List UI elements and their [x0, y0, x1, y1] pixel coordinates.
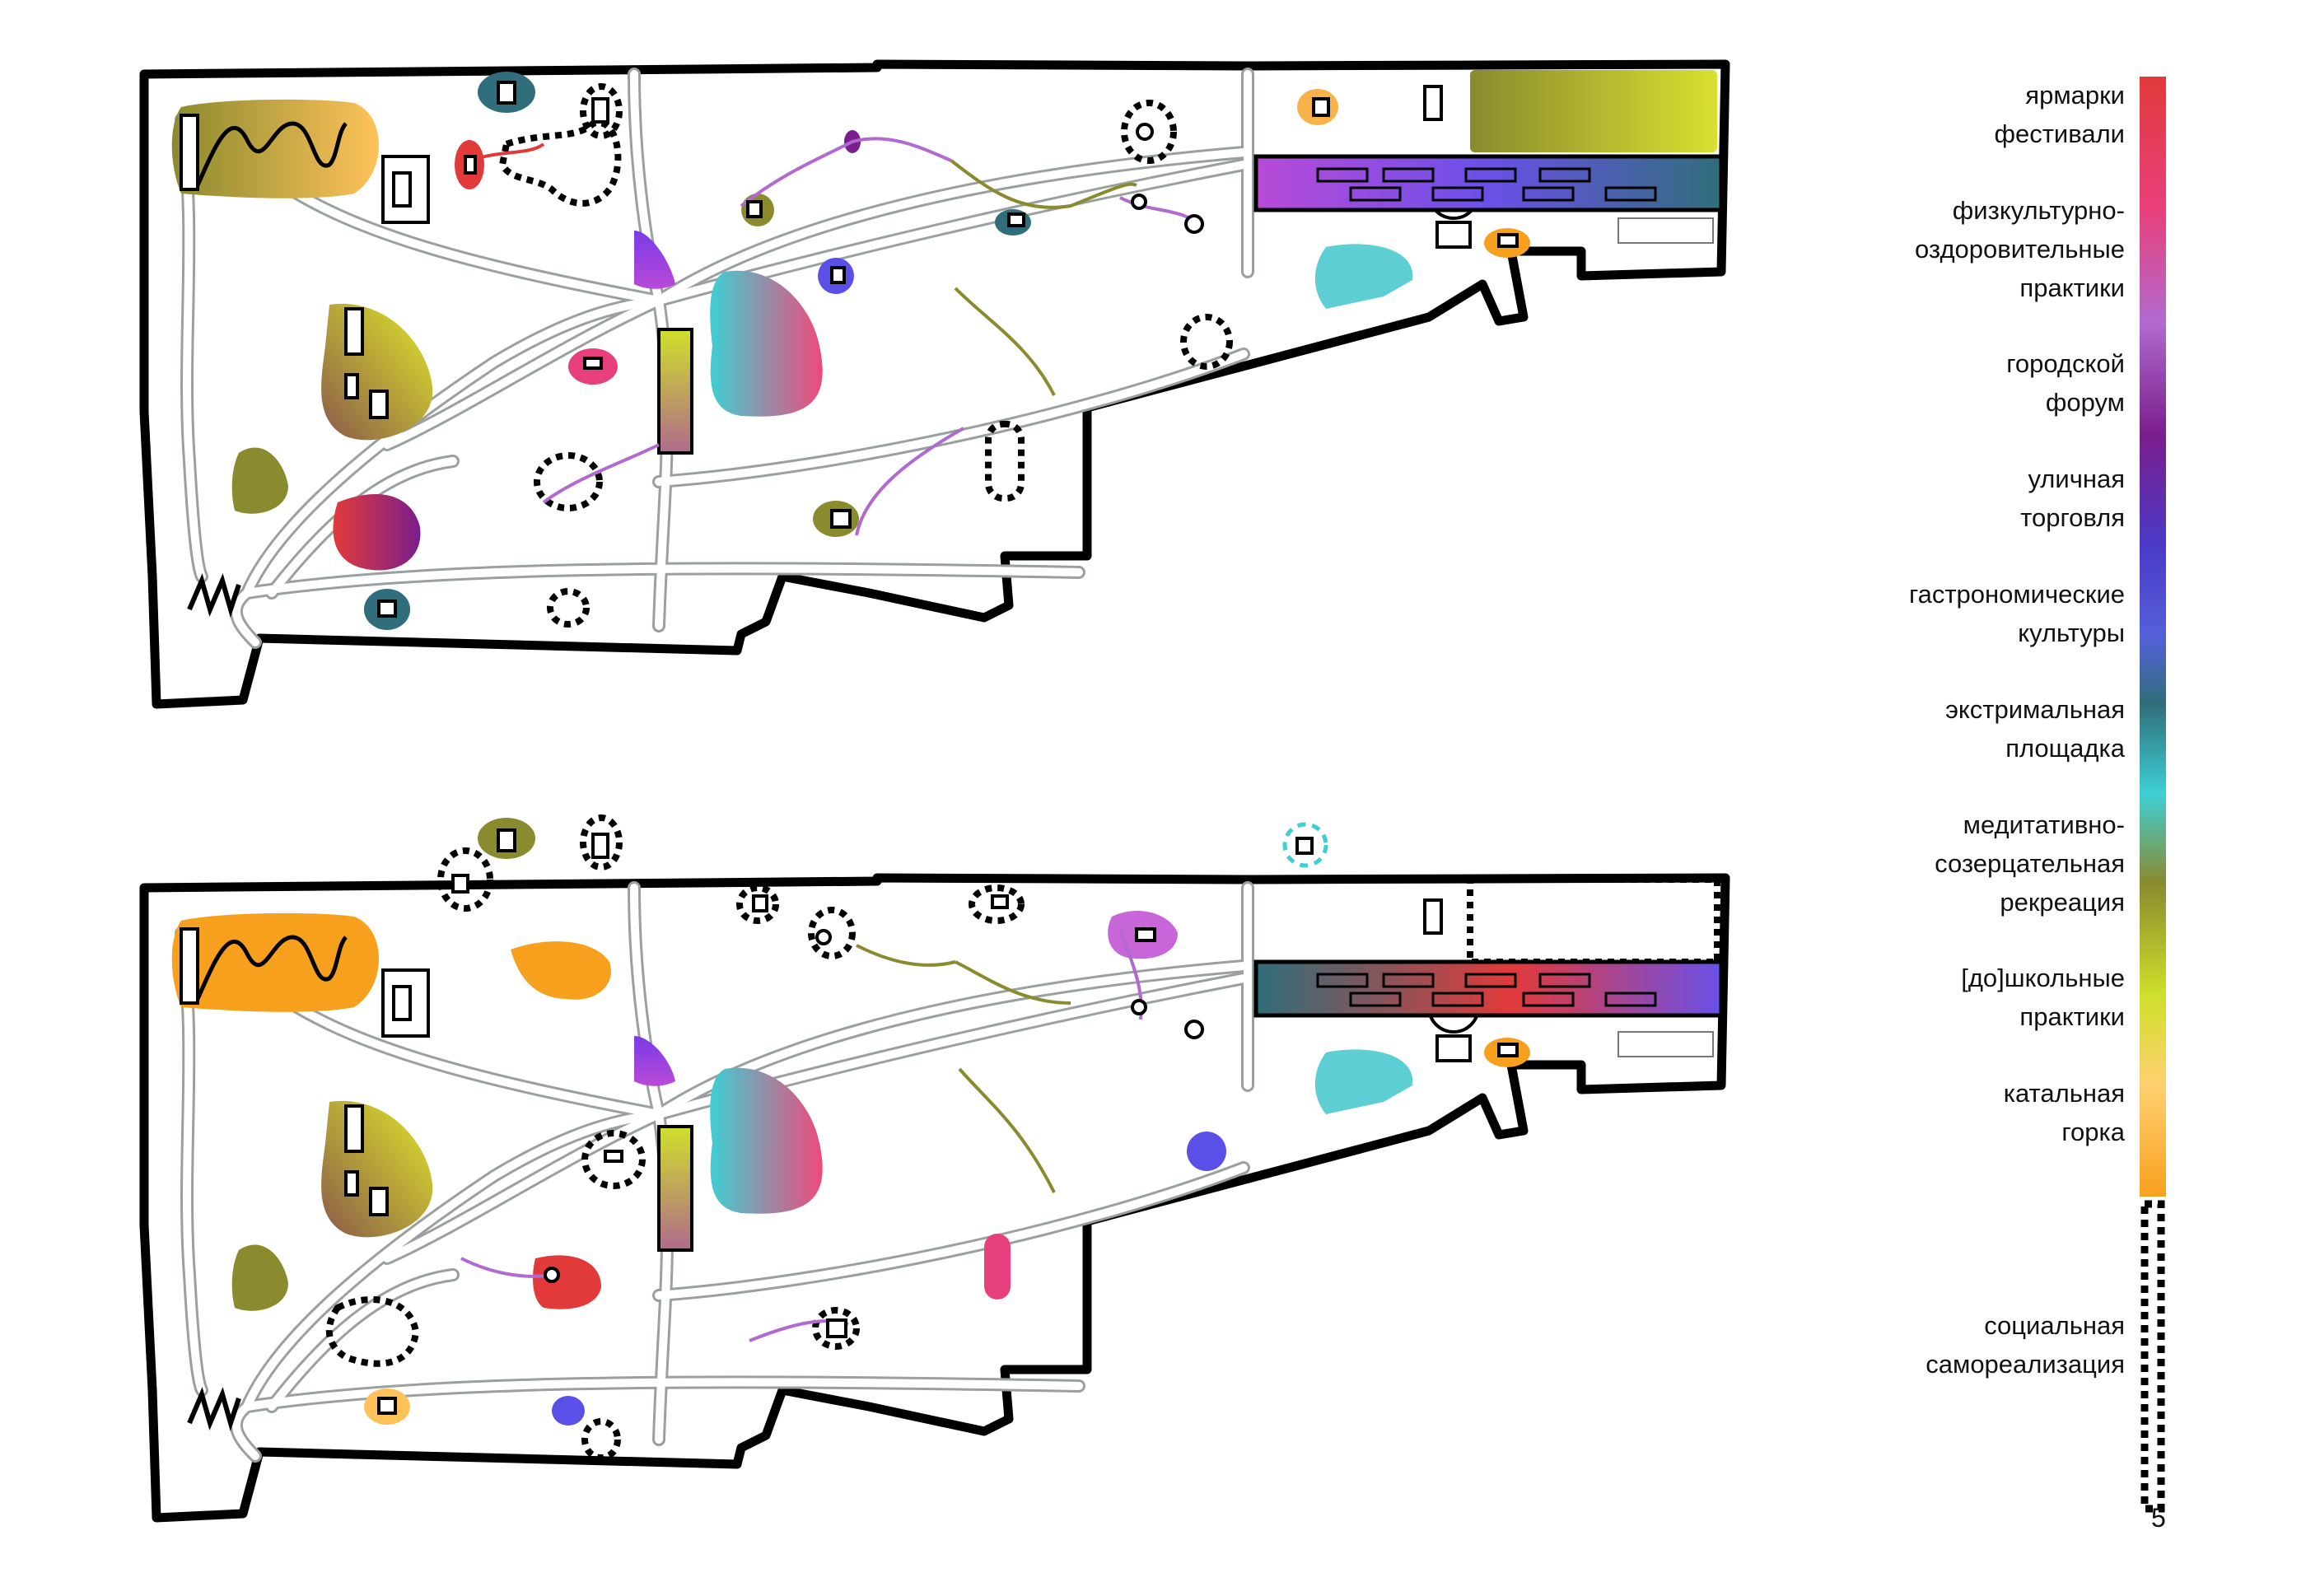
legend-label-school: [до]школьные практики [1961, 964, 2125, 1031]
zone-market-strip [1253, 154, 1724, 212]
zone-sled-hill [171, 99, 379, 198]
legend-social-bar [2140, 1200, 2165, 1513]
legend-label-sports: физкультурно- оздоровительные практики [1915, 196, 2125, 302]
legend-label-gastro: гастрономические культуры [1908, 580, 2125, 647]
legend-label-social: социальная самореализация [1926, 1311, 2125, 1379]
legend-label-trade: уличная торговля [2020, 464, 2125, 532]
legend-label-forum: городской форум [2006, 349, 2125, 417]
legend-label-meditative: медитативно- созерцательная рекреация [1935, 810, 2125, 917]
page-number: 5 [2151, 1503, 2166, 1533]
legend-label-sled: катальная горка [2003, 1079, 2125, 1146]
zone-olive-lime-block [1470, 70, 1717, 152]
zone-cyan-block [1314, 244, 1413, 309]
legend-label-fairs: ярмарки фестивали [1994, 81, 2125, 148]
legend-gradient-bar [2140, 77, 2166, 1197]
map-bottom [144, 814, 1725, 1518]
legend-label-extreme: экстримальная площадка [1945, 695, 2125, 763]
map-top [144, 64, 1725, 704]
zone-teal-pink-park [710, 270, 823, 417]
zone-crimson [333, 494, 421, 571]
